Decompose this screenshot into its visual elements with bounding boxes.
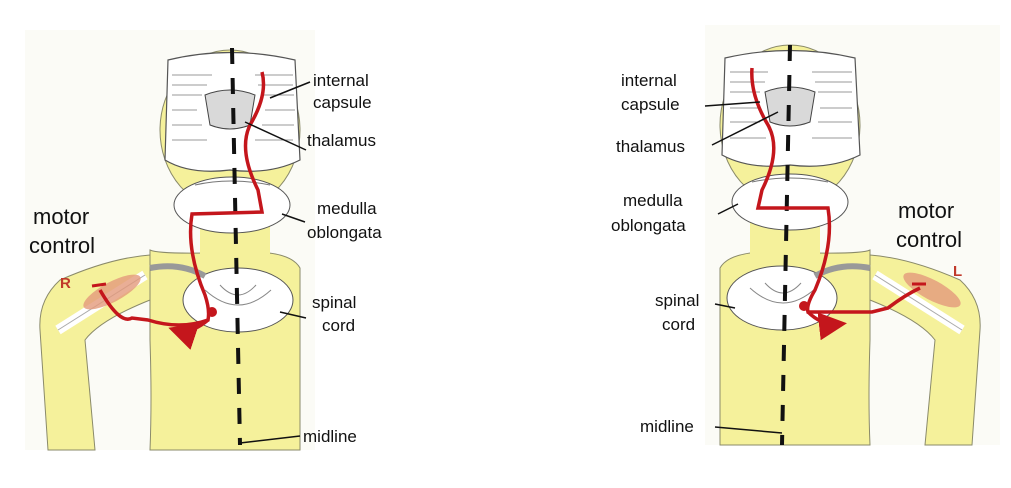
- right-leader-lines: [704, 101, 783, 434]
- label-cord-left: cord: [322, 316, 355, 335]
- left-side-letter: R: [60, 275, 71, 292]
- right-side-letter: L: [953, 263, 962, 280]
- right-medulla-shape: [731, 173, 849, 231]
- right-brain-gyri: [730, 71, 852, 139]
- left-deltoid-muscle: [83, 274, 141, 310]
- left-medulla-shape: [173, 176, 291, 234]
- label-control-right: control: [896, 227, 962, 252]
- right-motor-pathway: [750, 67, 921, 314]
- label-capsule-right: capsule: [621, 95, 680, 114]
- label-spinal-right: spinal: [655, 291, 699, 310]
- right-motor-neuron: [799, 301, 809, 311]
- label-internal-left: internal: [313, 71, 369, 90]
- left-leader-lines: [239, 81, 311, 444]
- label-control-left: control: [29, 233, 95, 258]
- label-midline-right: midline: [640, 417, 694, 436]
- label-motor-right: motor: [898, 198, 954, 223]
- left-arm: [39, 254, 151, 451]
- label-midline-left: midline: [303, 427, 357, 446]
- right-pathway-arrow: [806, 310, 847, 341]
- right-deltoid-muscle: [903, 272, 961, 308]
- label-cord-right: cord: [662, 315, 695, 334]
- left-pathway-arrow: [168, 318, 210, 350]
- right-figure: L: [704, 25, 1000, 446]
- label-spinal-left: spinal: [312, 293, 356, 312]
- label-motor-left: motor: [33, 204, 89, 229]
- left-motor-neuron: [207, 307, 217, 317]
- label-oblongata-right: oblongata: [611, 216, 686, 235]
- label-medulla-left: medulla: [317, 199, 377, 218]
- label-internal-right: internal: [621, 71, 677, 90]
- right-clavicle: [813, 263, 871, 279]
- left-clavicle: [149, 263, 207, 279]
- right-midline: [780, 44, 792, 446]
- left-figure: R: [25, 30, 315, 451]
- label-capsule-left: capsule: [313, 93, 372, 112]
- label-medulla-right: medulla: [623, 191, 683, 210]
- label-thalamus-right: thalamus: [616, 137, 685, 156]
- label-thalamus-left: thalamus: [307, 131, 376, 150]
- label-oblongata-left: oblongata: [307, 223, 382, 242]
- left-midline: [230, 47, 242, 446]
